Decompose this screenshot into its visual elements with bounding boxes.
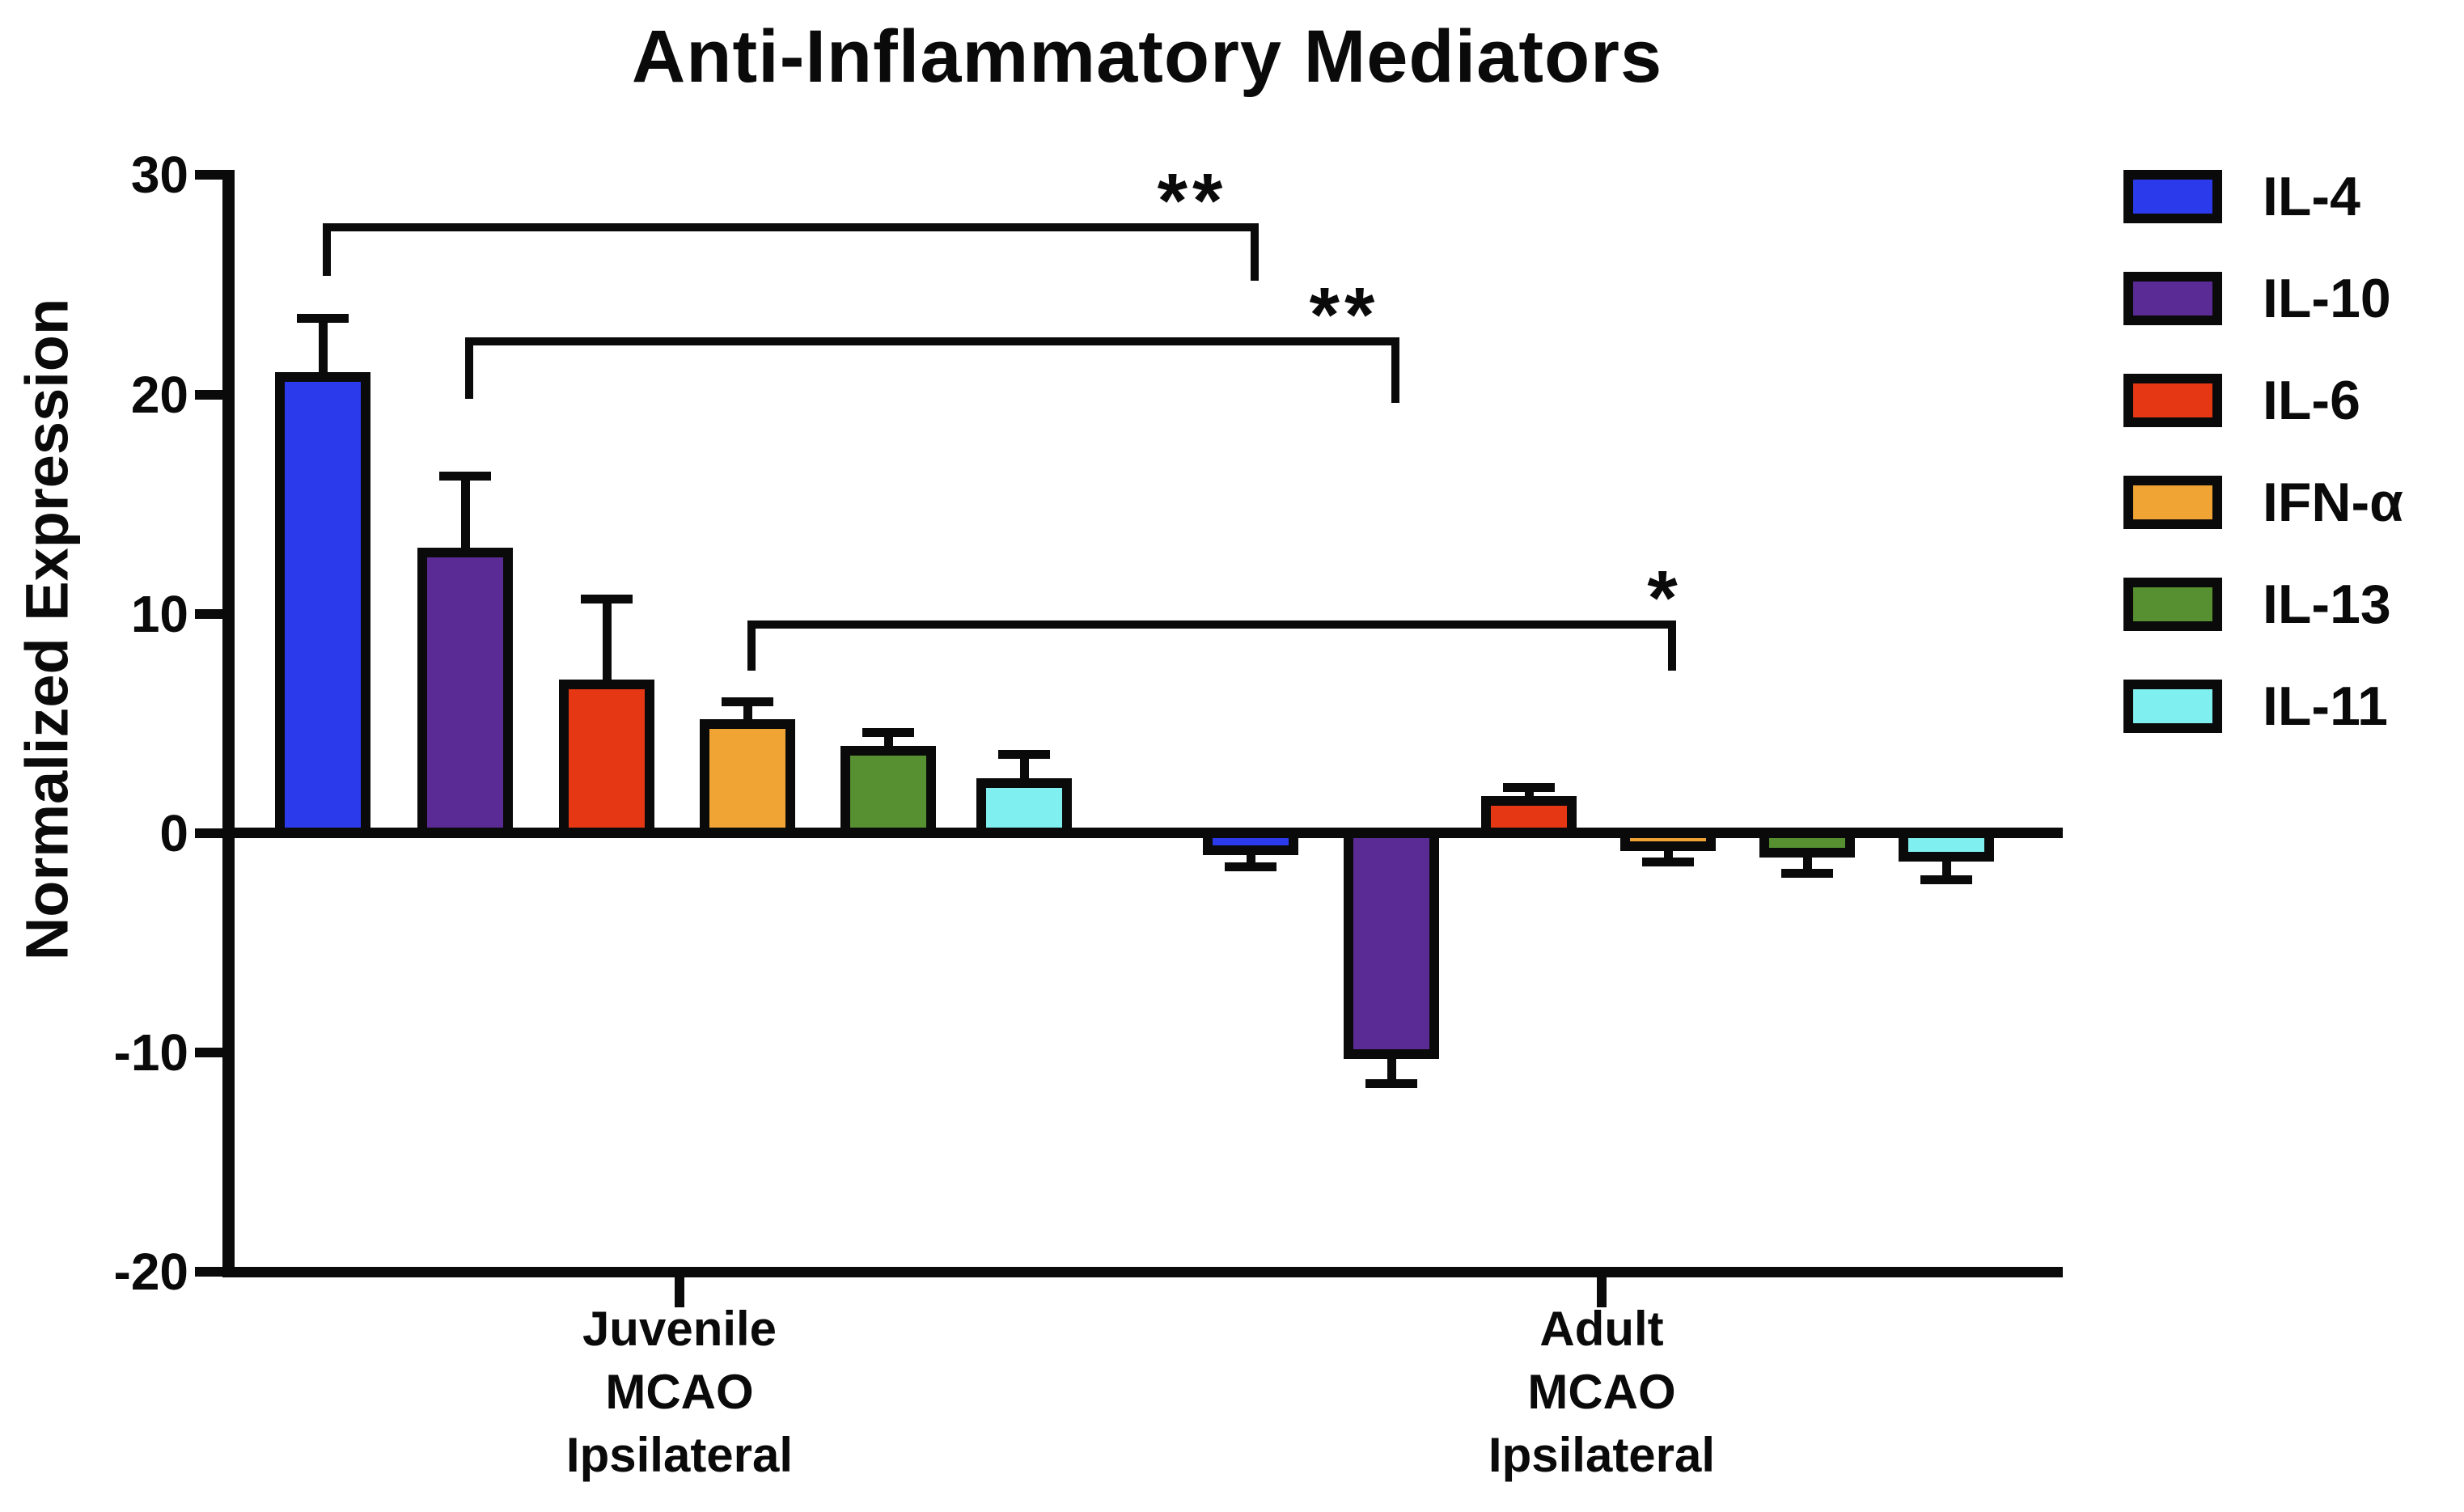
chart-title: Anti-Inflammatory Mediators — [631, 15, 1663, 98]
x-axis-bottom-spine — [222, 1267, 2063, 1278]
x-group-label-1-line2: Ipsilateral — [1488, 1428, 1716, 1482]
legend-swatch-IFN-α — [2123, 476, 2222, 529]
y-tick-30 — [195, 170, 222, 180]
legend-swatch-IL-11 — [2123, 680, 2222, 733]
y-tick-label-20: 20 — [130, 365, 188, 424]
bar-IL-10-group1 — [1344, 828, 1439, 1060]
error-bar-IL-4-group1 — [1246, 850, 1255, 866]
error-bar-IL-13-group0-cap — [862, 728, 914, 738]
error-bar-IFN-α-group1-cap — [1642, 858, 1694, 867]
sig-bracket-IFN-α-left-leg — [747, 620, 756, 671]
sig-bracket-IL-4-right-leg — [1251, 223, 1259, 281]
sig-bracket-IFN-α — [747, 620, 1676, 629]
y-tick-0 — [195, 828, 222, 838]
sig-bracket-IL-4 — [323, 223, 1259, 232]
error-bar-IL-6-group1 — [1524, 787, 1534, 801]
legend-label-IL-10: IL-10 — [2263, 268, 2391, 329]
y-tick-label--20: -20 — [113, 1243, 189, 1302]
error-bar-IL-4-group1-cap — [1225, 862, 1276, 871]
legend-swatch-IL-10 — [2123, 272, 2222, 325]
x-group-tick-0 — [675, 1267, 684, 1308]
bar-IL-13-group0 — [840, 745, 936, 838]
x-group-tick-1 — [1597, 1267, 1607, 1308]
legend-label-IL-6: IL-6 — [2263, 370, 2360, 431]
y-tick-label-30: 30 — [130, 146, 188, 205]
error-bar-IL-4-group0 — [318, 317, 328, 378]
error-bar-IL-6-group1-cap — [1503, 783, 1555, 793]
y-tick-20 — [195, 389, 222, 400]
legend-label-IFN-α: IFN-α — [2263, 472, 2403, 533]
error-bar-IL-6-group0 — [602, 598, 612, 685]
legend-swatch-IL-13 — [2123, 578, 2222, 631]
sig-bracket-IL-10 — [465, 337, 1399, 346]
x-group-label-0-line1: MCAO — [605, 1365, 754, 1419]
y-tick--20 — [195, 1267, 222, 1277]
x-group-label-1-line1: MCAO — [1527, 1365, 1676, 1419]
sig-bracket-IL-10-right-leg — [1391, 337, 1399, 404]
error-bar-IL-11-group0 — [1019, 754, 1029, 784]
sig-label-IL-4: ** — [1157, 158, 1228, 245]
bar-IL-6-group0 — [559, 680, 654, 838]
legend-swatch-IL-4 — [2123, 170, 2222, 223]
error-bar-IL-11-group1-cap — [1920, 875, 1972, 884]
bar-IL-10-group0 — [417, 548, 513, 838]
sig-label-IFN-α: * — [1647, 554, 1683, 642]
y-tick-label--10: -10 — [113, 1023, 189, 1082]
error-bar-IFN-α-group0 — [743, 701, 752, 724]
bar-IFN-α-group0 — [700, 718, 795, 838]
error-bar-IL-13-group0 — [883, 732, 893, 751]
sig-label-IL-10: ** — [1309, 272, 1380, 359]
bar-IL-4-group0 — [275, 372, 370, 838]
error-bar-IL-10-group0-cap — [439, 471, 491, 481]
error-bar-IL-11-group1 — [1941, 857, 1951, 879]
y-tick-label-0: 0 — [159, 804, 188, 862]
legend-label-IL-11: IL-11 — [2263, 676, 2388, 737]
legend-label-IL-4: IL-4 — [2263, 166, 2360, 227]
error-bar-IL-10-group1 — [1387, 1054, 1396, 1084]
x-axis-zero-line — [222, 828, 2063, 838]
error-bar-IFN-α-group1 — [1663, 845, 1673, 862]
error-bar-IL-13-group1-cap — [1781, 868, 1833, 878]
legend-label-IL-13: IL-13 — [2263, 574, 2391, 635]
y-tick--10 — [195, 1048, 222, 1058]
error-bar-IFN-α-group0-cap — [722, 697, 773, 707]
error-bar-IL-6-group0-cap — [581, 594, 633, 604]
error-bar-IL-13-group1 — [1802, 852, 1812, 873]
legend-swatch-IL-6 — [2123, 374, 2222, 427]
y-tick-label-10: 10 — [130, 584, 188, 643]
sig-bracket-IL-10-left-leg — [465, 337, 473, 399]
sig-bracket-IL-4-left-leg — [323, 223, 331, 277]
x-group-label-0-line2: Ipsilateral — [565, 1428, 794, 1482]
y-axis-spine — [222, 170, 235, 1278]
x-group-label-1-line0: Adult — [1539, 1302, 1664, 1356]
x-group-label-0-line0: Juvenile — [582, 1302, 777, 1356]
sig-bracket-IFN-α-right-leg — [1668, 620, 1676, 671]
error-bar-IL-10-group0 — [460, 475, 470, 553]
error-bar-IL-4-group0-cap — [297, 313, 349, 323]
error-bar-IL-11-group0-cap — [998, 750, 1050, 760]
y-tick-10 — [195, 608, 222, 619]
error-bar-IL-10-group1-cap — [1365, 1079, 1417, 1089]
